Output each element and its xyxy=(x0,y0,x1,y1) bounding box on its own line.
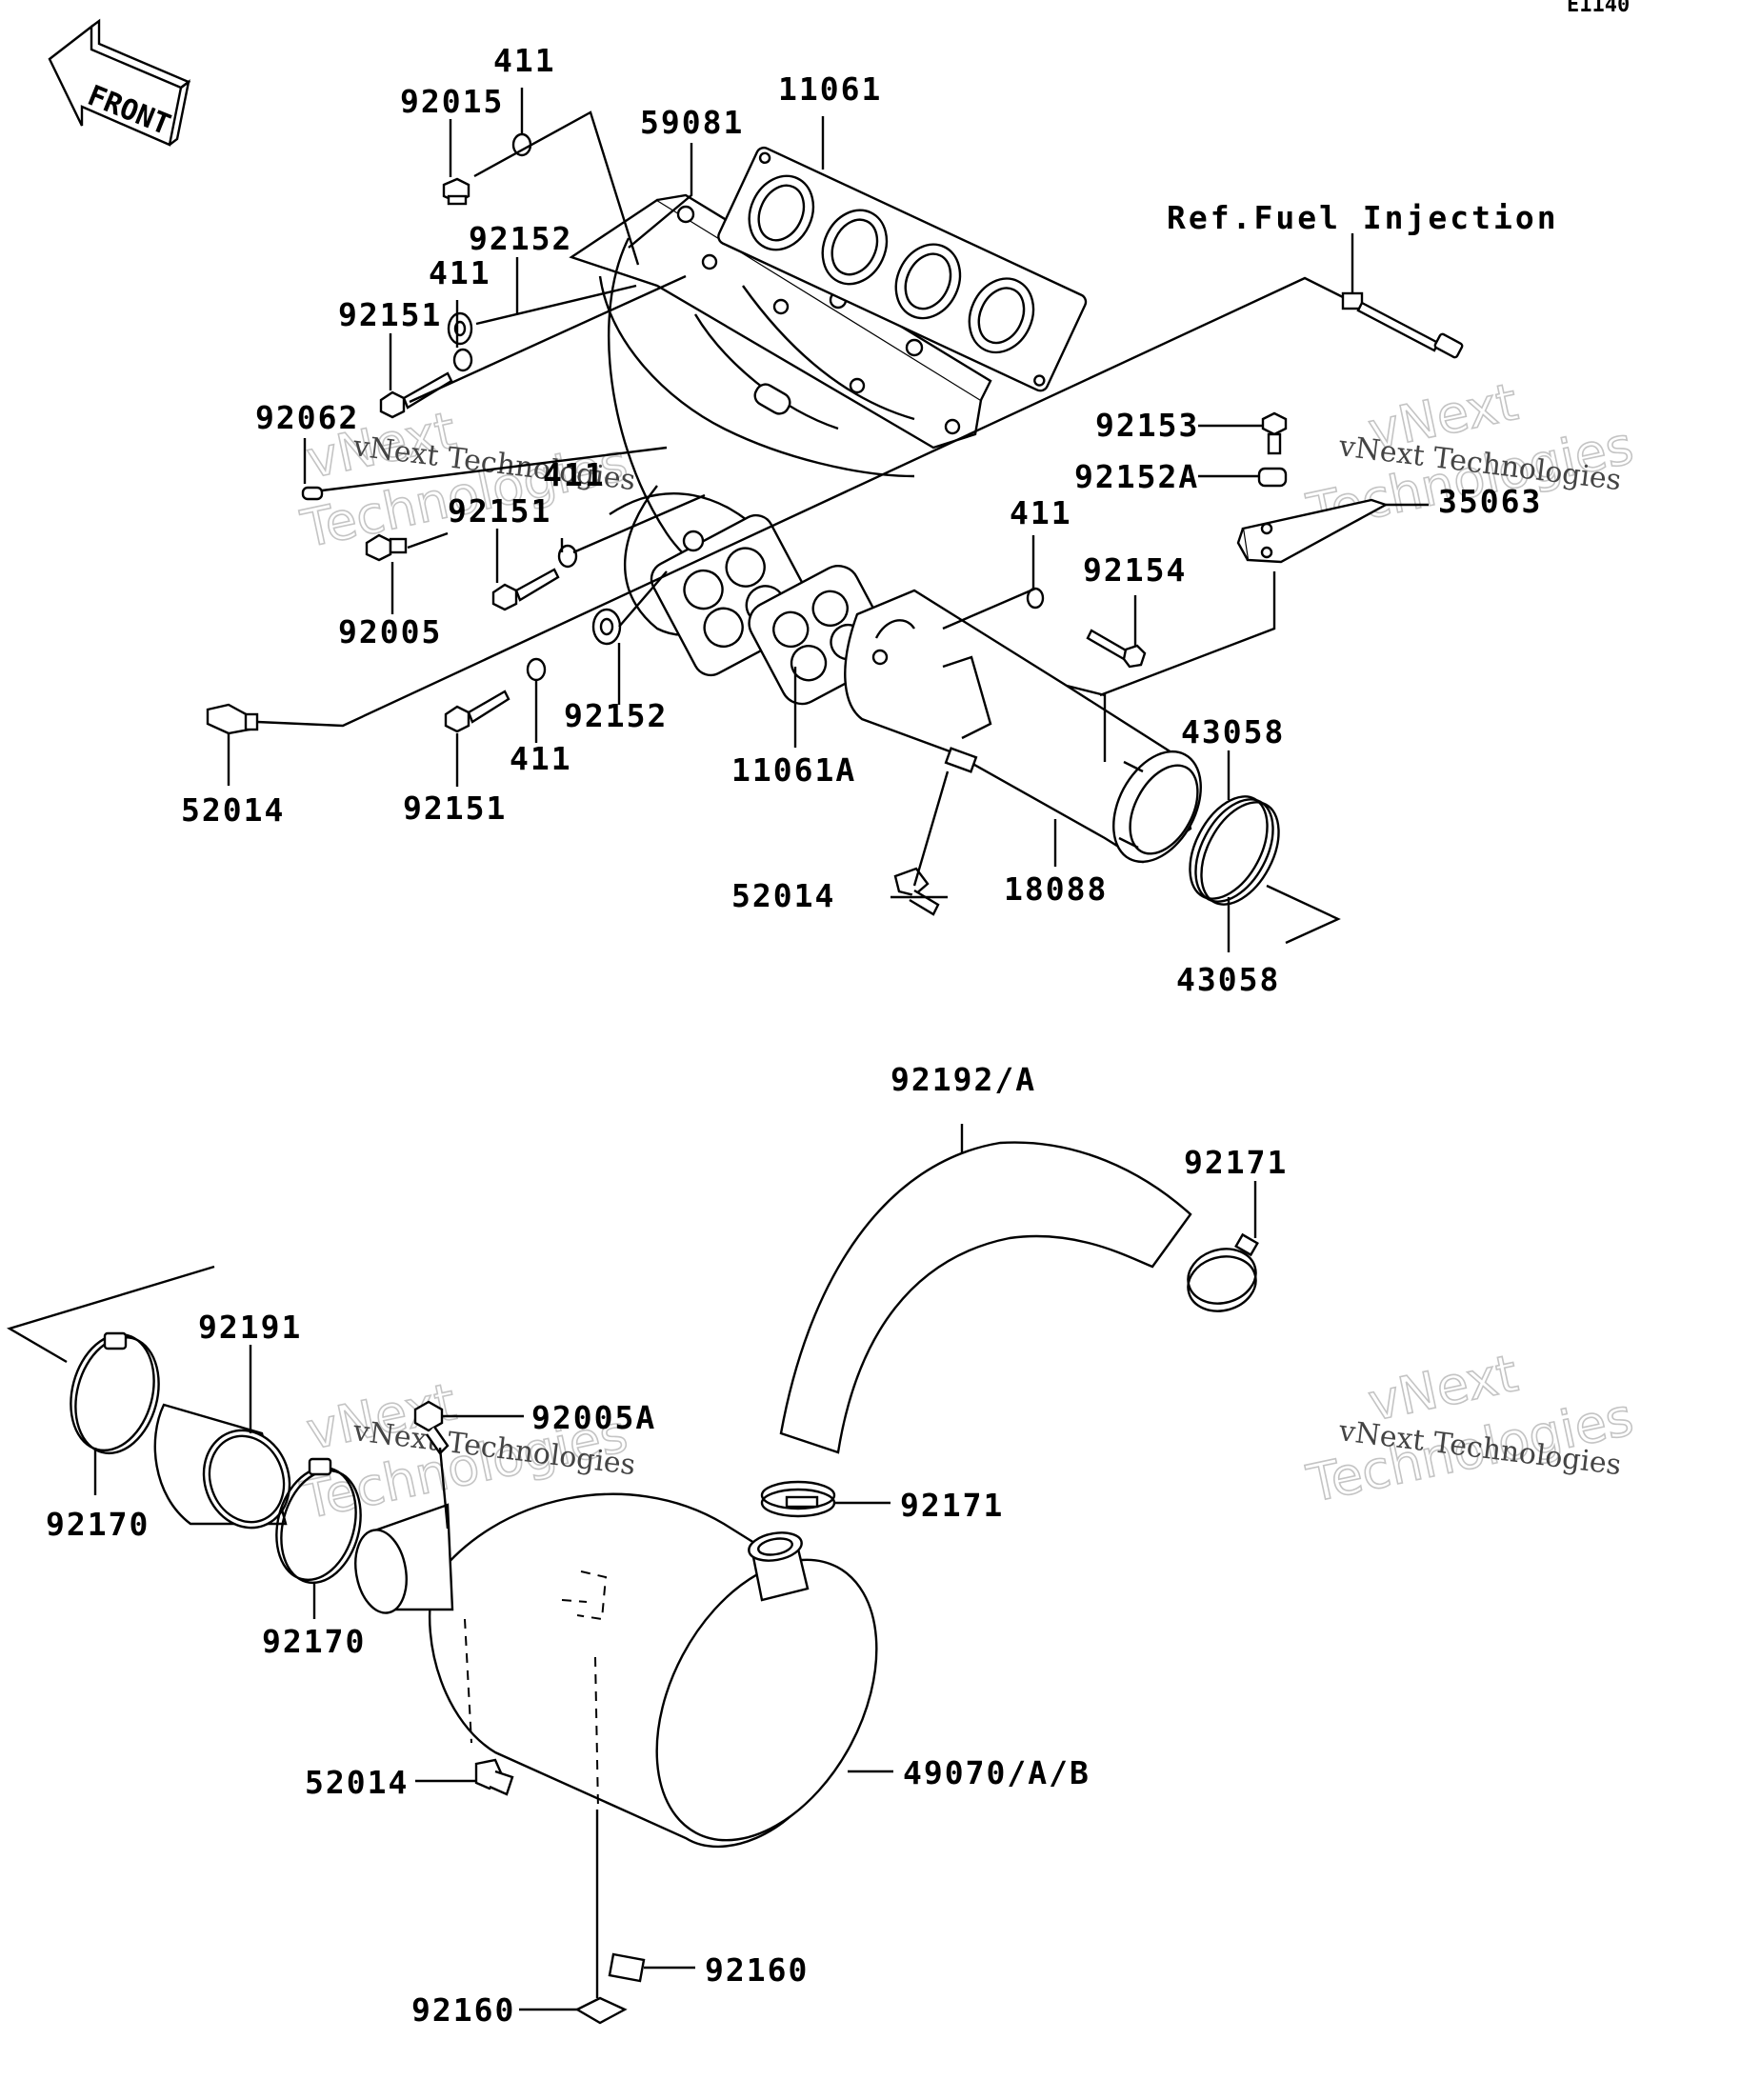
label-59081: 59081 xyxy=(640,104,744,141)
muffler-inlet xyxy=(354,1503,454,1614)
ref-fuel-injection: Ref.Fuel Injection xyxy=(1167,199,1559,236)
label-18088: 18088 xyxy=(1004,870,1108,908)
label-92151: 92151 xyxy=(403,790,507,827)
hose-92192 xyxy=(779,1141,1192,1454)
label-411: 411 xyxy=(1010,494,1072,531)
washer-411-b xyxy=(452,348,473,372)
label-11061A: 11061A xyxy=(731,751,856,789)
label-92005: 92005 xyxy=(338,613,442,650)
bolt-92151-c xyxy=(444,690,510,733)
pin-92062 xyxy=(301,486,324,501)
tube-92191 xyxy=(153,1403,291,1530)
pad-92160-a xyxy=(608,1952,646,1983)
label-411: 411 xyxy=(429,254,491,291)
label-92171: 92171 xyxy=(1184,1144,1288,1181)
label-92192A: 92192/A xyxy=(891,1061,1036,1098)
label-92160: 92160 xyxy=(705,1951,809,1989)
label-92151: 92151 xyxy=(448,492,551,530)
label-92151: 92151 xyxy=(338,296,442,333)
sensor-ref-fuel-injection xyxy=(1341,291,1464,359)
clamp-92170-a xyxy=(70,1331,160,1455)
exhaust-pipe xyxy=(844,589,1202,864)
mount-bracket xyxy=(1236,498,1389,564)
leader-lines xyxy=(7,88,1429,2011)
pad-92160-b xyxy=(574,1996,628,2025)
label-43058: 43058 xyxy=(1176,961,1280,998)
label-92153: 92153 xyxy=(1095,407,1199,444)
label-92062: 92062 xyxy=(255,399,359,436)
label-411: 411 xyxy=(543,456,606,493)
manifold-gasket xyxy=(717,146,1088,392)
label-92152: 92152 xyxy=(469,220,572,257)
flange-boss xyxy=(682,530,705,552)
label-411: 411 xyxy=(493,42,556,79)
label-92152A: 92152A xyxy=(1074,458,1199,495)
label-92160: 92160 xyxy=(411,1991,515,2029)
label-52014: 52014 xyxy=(305,1764,409,1801)
front-arrow-icon: FRONT xyxy=(48,18,191,147)
clamp-92171-b xyxy=(760,1480,836,1518)
label-92152: 92152 xyxy=(564,697,668,734)
label-52014: 52014 xyxy=(731,877,835,914)
label-92005A: 92005A xyxy=(531,1399,656,1436)
label-43058: 43058 xyxy=(1181,713,1285,750)
bolt-92151-b xyxy=(491,568,560,611)
label-92171: 92171 xyxy=(900,1487,1004,1524)
diagram-code: E1140 xyxy=(1567,0,1630,17)
label-92170: 92170 xyxy=(46,1506,150,1543)
label-49070AB: 49070/A/B xyxy=(903,1754,1091,1791)
label-92015: 92015 xyxy=(400,83,504,120)
label-92154: 92154 xyxy=(1083,551,1187,589)
nut-92015 xyxy=(442,177,470,206)
muffler xyxy=(429,1492,878,1848)
label-35063: 35063 xyxy=(1438,483,1542,520)
fitting-92005A xyxy=(413,1400,450,1455)
pipe-clamp-rings xyxy=(1189,795,1280,906)
part-labels: 411 92015 11061 59081 92152 411 92151 92… xyxy=(46,42,1559,2029)
label-92191: 92191 xyxy=(198,1309,302,1346)
fitting-52014-c xyxy=(474,1758,514,1796)
washer-411-c xyxy=(557,544,578,569)
washer-411-d xyxy=(526,657,547,682)
clamp-92171-a xyxy=(1187,1232,1259,1312)
bolt-92153 xyxy=(1261,411,1288,455)
fitting-52014-a xyxy=(206,703,259,735)
bolt-92154 xyxy=(1086,629,1147,669)
collar-92152A xyxy=(1257,467,1288,488)
label-411: 411 xyxy=(510,740,572,777)
label-52014: 52014 xyxy=(181,791,285,829)
plug-92005 xyxy=(365,533,408,562)
label-92170: 92170 xyxy=(262,1623,366,1660)
label-11061: 11061 xyxy=(778,70,882,108)
collar-hole xyxy=(599,617,614,636)
clamp-92170-b xyxy=(275,1457,362,1585)
